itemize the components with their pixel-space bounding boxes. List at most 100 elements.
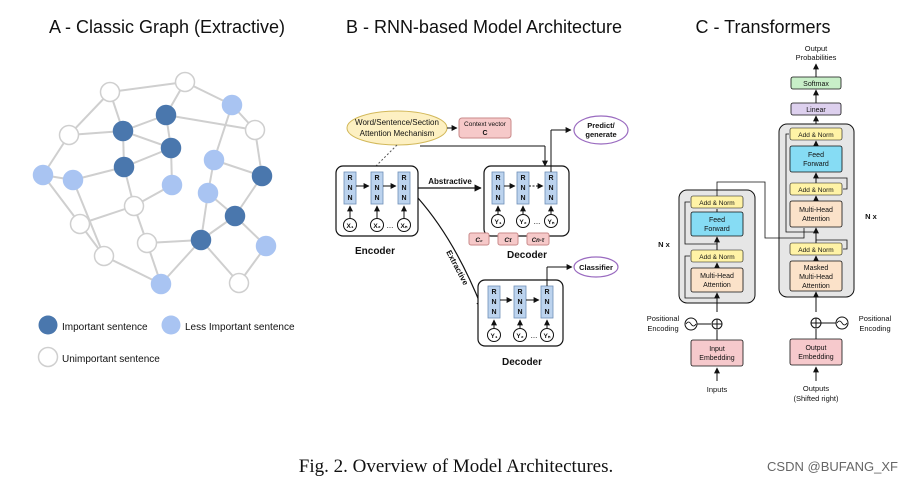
masked-attention-block [789,260,843,292]
encoder-label: Encoder [355,246,395,257]
output-token [487,328,501,342]
node-less-important [221,94,243,116]
panel-b-title: B - RNN-based Model Architecture [346,17,622,37]
rnn-n: N [544,309,549,316]
token-y1: Y₁ [494,219,501,226]
rnn-n: N [548,185,553,192]
decoder-extractive-cells: R N N R N N R N N Y₁ Y₂ Yₙ ... [487,285,554,342]
graph-legend: Important sentence Less Important senten… [37,315,295,368]
context-c0 [468,232,490,246]
output-probabilities-line1: Output [805,44,828,53]
feed-forward-block [690,211,744,237]
rnn-r: R [491,289,496,296]
token-x2: X₂ [373,223,380,230]
token-y2: Y₂ [516,333,523,340]
decoder-abstractive-label: Decoder [507,250,547,261]
token-y2: Y₂ [519,219,526,226]
token-yn: Yₙ [544,333,551,340]
node-important [160,137,182,159]
encoder-positional-line1: Positional [647,314,680,323]
node-unimportant [228,272,250,294]
rnn-n: N [491,299,496,306]
outputs-line2: (Shifted right) [793,394,839,403]
node-less-important [161,174,183,196]
node-important [224,205,246,227]
add-norm-block [789,127,843,141]
decoder-nx: N x [865,212,878,221]
rnn-n: N [347,185,352,192]
mha-line1: Multi-Head [799,207,833,214]
mha-line1: Multi-Head [700,273,734,280]
rnn-cell [516,171,530,205]
rnn-n: N [495,185,500,192]
legend-important-label: Important sentence [62,322,148,333]
node-less-important [255,235,277,257]
add-norm-label: Add & Norm [798,132,833,139]
rnn-r: R [520,175,525,182]
attention-label-line1: Word/Sentence/Section [355,118,439,127]
legend-less-important-swatch [161,315,181,335]
output-embedding-block [789,338,843,366]
add-norm-label: Add & Norm [798,187,833,194]
linear-label: Linear [806,107,826,114]
node-unimportant [69,213,91,235]
decoder-positional-line2: Encoding [859,324,890,333]
rnn-r: R [374,175,379,182]
decoder-abstractive-cells: R N N R N N R N N Y₁ Y₂ Yₙ ... [491,171,558,228]
node-unimportant [123,195,145,217]
context-vector-label: Context vector [464,121,507,128]
token-x1: X₁ [346,223,353,230]
feed-forward-block [789,145,843,173]
token-y1: Y₁ [490,333,497,340]
masked-line3: Attention [802,283,830,290]
rnn-cell [397,171,411,205]
classifier [573,256,619,278]
rnn-r: R [517,289,522,296]
output-embedding-line2: Embedding [798,354,834,361]
context-c0-label: C₀ [475,237,483,244]
rnn-n: N [401,185,406,192]
rnn-r: R [548,175,553,182]
abstractive-label: Abstractive [428,177,472,186]
rnn-n: N [401,195,406,202]
output-token [516,214,530,228]
output-token [544,214,558,228]
feed-forward-line2: Forward [704,226,730,233]
node-less-important [150,273,172,295]
output-token [540,328,554,342]
rnn-n: N [495,195,500,202]
add-norm-block [789,242,843,256]
predict-line1: Predict/ [587,121,615,130]
rnn-n: N [544,299,549,306]
predict-line2: generate [585,130,616,139]
input-embedding-line2: Embedding [699,355,735,362]
ellipsis: ... [534,217,541,226]
attention-mechanism [346,110,448,146]
feed-forward-line2: Forward [803,161,829,168]
input-embedding-block [690,339,744,367]
token-yn: Yₙ [548,219,555,226]
legend-unimportant-label: Unimportant sentence [62,354,160,365]
rnn-r: R [544,289,549,296]
node-unimportant [174,71,196,93]
rnn-n: N [374,185,379,192]
context-c-label: C [482,130,487,137]
mha-line2: Attention [703,282,731,289]
add-norm-block [789,182,843,196]
rnn-n: N [374,195,379,202]
attention-label-line2: Attention Mechanism [360,129,435,138]
encoder-cells: R N N R N N R N N X₁ X₂ Xₙ ... [343,171,411,232]
masked-line2: Multi-Head [799,274,833,281]
ellipsis: ... [387,221,394,230]
node-important [155,104,177,126]
panel-a-title: A - Classic Graph (Extractive) [49,17,285,37]
figure-caption: Fig. 2. Overview of Model Architectures. [299,456,613,477]
add-norm-block [690,249,744,263]
encoder-positional-line2: Encoding [647,324,678,333]
node-less-important [203,149,225,171]
softmax-label: Softmax [803,81,829,88]
encoder-attention-block [690,267,744,293]
node-unimportant [58,124,80,146]
context-cn1 [526,232,550,246]
